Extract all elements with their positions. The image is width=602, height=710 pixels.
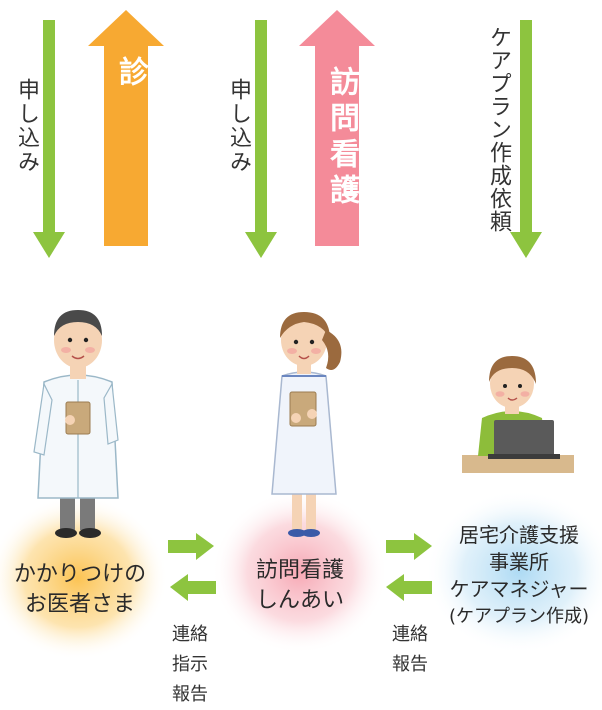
careplan-request-label: ケアプラン作成依頼: [486, 26, 511, 233]
nurse-request-label: 申し込み: [226, 78, 251, 174]
care-to-nurse-arrow: [386, 574, 432, 601]
doctor-to-nurse-arrow: [168, 533, 214, 560]
nurse-visit-arrow: [299, 10, 375, 246]
nurse-visit-label: 訪問看護: [324, 66, 359, 210]
nurse-request-arrow: [245, 20, 277, 258]
doctor-icon: [33, 310, 119, 538]
nurse-glow: [212, 490, 388, 654]
nurse-icon: [271, 312, 342, 537]
doctor-nurse-edge-label: 連絡 指示 報告: [172, 624, 208, 705]
doctor-visit-label: 受診・往診: [113, 56, 192, 200]
care-label: 居宅介護支援 事業所 ケアマネジャー (ケアプラン作成): [448, 523, 590, 627]
care-manager-icon: [462, 356, 574, 473]
doctor-glow: [0, 496, 168, 660]
nurse-label: 訪問看護 しんあい: [255, 558, 344, 613]
careplan-request-arrow: [510, 20, 542, 258]
doctor-label: かかりつけの お医者さま: [13, 562, 147, 617]
nurse-to-care-arrow: [386, 533, 432, 560]
doctor-request-label: 申し込み: [14, 78, 39, 174]
care-glow: [425, 490, 602, 654]
nurse-care-edge-label: 連絡 報告: [392, 624, 428, 675]
doctor-request-arrow: [33, 20, 65, 258]
nurse-to-doctor-arrow: [170, 574, 216, 601]
doctor-visit-arrow: [88, 10, 164, 246]
